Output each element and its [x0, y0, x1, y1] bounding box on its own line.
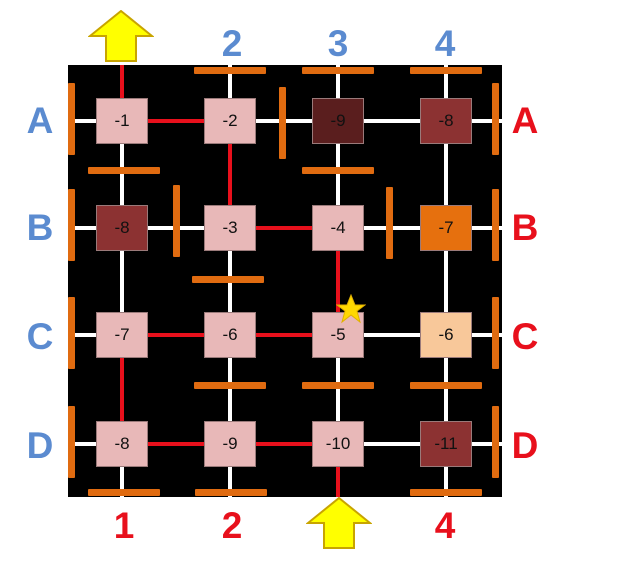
star-icon: [336, 294, 366, 324]
cell-a1: -1: [96, 98, 148, 144]
wall-left-a: [68, 83, 75, 155]
wall-b1-b2: [173, 185, 180, 257]
path-segment: [120, 65, 124, 121]
row-label-right-a: A: [511, 100, 539, 141]
wall-left-d: [68, 406, 75, 478]
wall-a2-a3: [279, 87, 286, 159]
wall-bottom-1: [88, 489, 160, 496]
col-label-top-2: 2: [221, 23, 243, 64]
path-segment: [122, 119, 230, 123]
wall-right-a: [492, 83, 499, 155]
row-label-left-a: A: [26, 100, 54, 141]
path-segment: [228, 121, 232, 228]
cell-a4: -8: [420, 98, 472, 144]
wall-c3-d3: [302, 382, 374, 389]
col-label-top-4: 4: [434, 23, 456, 64]
cell-c1: -7: [96, 312, 148, 358]
row-label-left-b: B: [26, 207, 54, 248]
cell-d2: -9: [204, 421, 256, 467]
cell-d3: -10: [312, 421, 364, 467]
cell-b2: -3: [204, 205, 256, 251]
cell-a2: -2: [204, 98, 256, 144]
wall-a3-b3: [302, 167, 374, 174]
row-label-left-c: C: [26, 316, 54, 357]
wall-top-4: [410, 67, 482, 74]
cell-a3: -9: [312, 98, 364, 144]
wall-c2-d2: [194, 382, 266, 389]
wall-left-b: [68, 189, 75, 261]
wall-bottom-2: [195, 489, 267, 496]
wall-a1-b1: [88, 167, 160, 174]
cell-d4: -11: [420, 421, 472, 467]
cell-b4: -7: [420, 205, 472, 251]
path-segment: [120, 335, 124, 444]
row-label-right-d: D: [511, 425, 539, 466]
path-segment: [336, 444, 340, 497]
wall-c4-d4: [410, 382, 482, 389]
col-label-top-3: 3: [327, 23, 349, 64]
wall-b3-b4: [386, 187, 393, 259]
wall-right-d: [492, 406, 499, 478]
col-label-bottom-4: 4: [434, 505, 456, 546]
wall-right-c: [492, 297, 499, 369]
row-label-left-d: D: [26, 425, 54, 466]
cell-d1: -8: [96, 421, 148, 467]
grid-line-col-1: [120, 65, 124, 497]
cell-b3: -4: [312, 205, 364, 251]
grid-line-col-4: [444, 65, 448, 497]
cell-c2: -6: [204, 312, 256, 358]
path-segment: [230, 226, 338, 230]
wall-b2-c2: [192, 276, 264, 283]
col-label-bottom-2: 2: [221, 505, 243, 546]
exit-arrow-icon: [88, 10, 154, 62]
wall-bottom-4: [410, 489, 482, 496]
cell-c3: -5: [312, 312, 364, 358]
col-label-bottom-1: 1: [113, 505, 135, 546]
cell-b1: -8: [96, 205, 148, 251]
row-label-right-b: B: [511, 207, 539, 248]
path-segment: [336, 228, 340, 335]
entry-arrow-icon: [306, 497, 372, 549]
wall-top-3: [302, 67, 374, 74]
row-label-right-c: C: [511, 316, 539, 357]
cell-c4: -6: [420, 312, 472, 358]
wall-right-b: [492, 189, 499, 261]
wall-left-c: [68, 297, 75, 369]
wall-top-2: [194, 67, 266, 74]
